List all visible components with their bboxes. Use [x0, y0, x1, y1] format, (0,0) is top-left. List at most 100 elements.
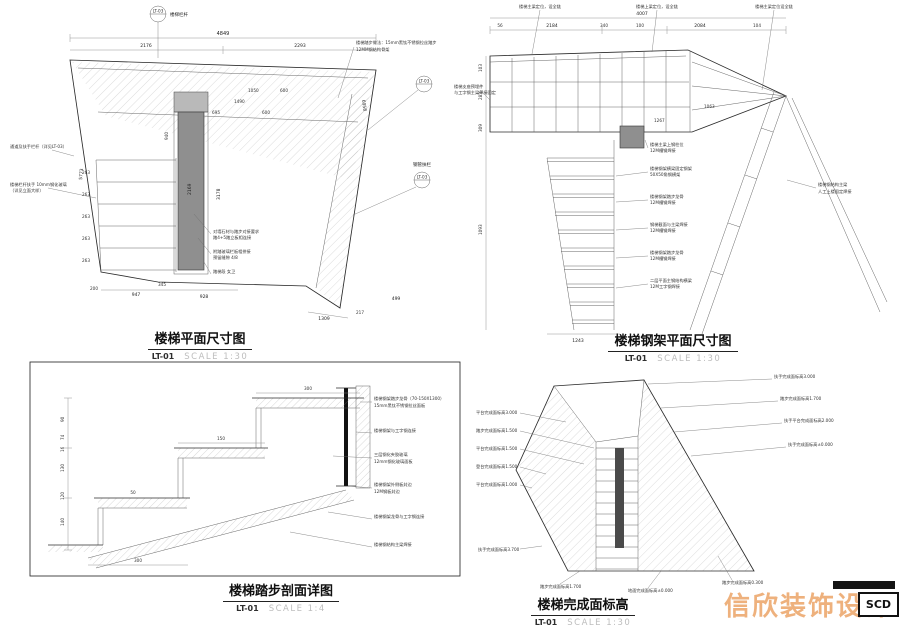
elevation-labels: 平台完成面标高3.000 踏步完成面标高1.500 平台完成面标高1.500 登…	[476, 373, 834, 594]
titleblock-steel: 楼梯钢架平面尺寸图 LT-01 SCALE 1:30	[588, 330, 758, 364]
drawing-ref: LT-01	[534, 618, 558, 627]
note-r2-1: 楼梯钢架踏步龙骨	[650, 193, 684, 200]
drawing-title: 楼梯踏步剖面详图	[222, 580, 339, 602]
titleblock-plan: 楼梯平面尺寸图 LT-01 SCALE 1:30	[120, 328, 280, 362]
note-handrail-left: 通道及扶手栏杆（详见LT-03）	[10, 143, 67, 150]
logo-scd: SCD	[858, 592, 899, 617]
dim-200: 200	[90, 286, 98, 291]
section-border	[29, 361, 461, 577]
dim-940: 940	[164, 132, 169, 140]
panel-step-section: 90 74 16 130 120 140 300 150 50 300 楼梯钢架…	[29, 361, 461, 577]
note-stone-2: 踏4+5踏立板相连接	[213, 234, 252, 241]
dim-diagonal: 6958	[360, 99, 368, 111]
dim-90: 90	[60, 416, 65, 422]
dim-step: 263	[82, 214, 90, 219]
level-label-l1: 平台完成面标高3.000	[476, 409, 518, 416]
dim-1309: 1309	[318, 316, 330, 322]
steel-dimensions: 56 2184 340 100 2084 104 4007 1267 1063 …	[478, 11, 787, 344]
level-label-l3: 平台完成面标高1.500	[476, 445, 518, 452]
dim-600a: 600	[280, 88, 288, 93]
note-column-2: 12M槽钢焊接	[650, 147, 677, 154]
note-top-2: 楼梯上梁定位，设全链	[636, 3, 679, 10]
dim-140: 140	[60, 518, 65, 526]
dim-1490: 1490	[234, 99, 245, 104]
dim-1050: 1050	[248, 88, 259, 93]
note-top-1: 楼梯主梁定位，设全链	[519, 3, 562, 10]
level-label-l5: 平台完成面标高1.000	[476, 481, 518, 488]
titleblock-elevation: 楼梯完成面标高 LT-01 SCALE 1:30	[508, 594, 658, 628]
note-c5: 楼梯钢架龙骨与工字钢连接	[374, 513, 425, 520]
note-far-2: 人工上楼固定焊接	[818, 188, 852, 195]
dim-103: 103	[478, 64, 483, 72]
dim-step: 263	[82, 170, 90, 175]
bubble-ref: LT-03	[419, 79, 430, 84]
dim-104: 104	[753, 23, 761, 28]
note-r4-2: 12M槽钢焊接	[650, 255, 677, 262]
drawing-ref: LT-01	[624, 354, 648, 363]
note-r5-1: 二层平面主钢结构横梁	[650, 277, 693, 284]
note-r2-2: 12M槽钢焊接	[650, 199, 677, 206]
level-label-l4: 登台完成面标高1.500	[476, 463, 518, 470]
dim-340: 340	[600, 23, 608, 28]
note-joint-1: 附踏玻璃栏板相拼接	[213, 248, 252, 255]
level-label-b3: 踏步完成面标高0.300	[722, 579, 764, 586]
dim-309: 309	[478, 124, 483, 132]
note-c3-2: 12mm钢化玻璃面板	[374, 458, 413, 465]
plan-notes: LT-03 楼梯栏杆 楼梯踏步做法：15mm黑钛不锈钢拉丝踏步 12MM钢结构骨…	[10, 5, 437, 275]
level-label-l2: 踏步完成面标高1.500	[476, 427, 518, 434]
stair-core-bar	[615, 448, 624, 548]
note-c2: 楼梯钢架与工字钢连接	[374, 427, 417, 434]
note-tread-2: 12MM钢结构骨架	[356, 46, 390, 53]
level-label-b1: 踏步完成面标高1.700	[540, 583, 582, 590]
note-r1-2: 50X50角钢横架	[650, 171, 680, 178]
drawing-scale: SCALE 1:30	[184, 352, 249, 362]
dim-56: 56	[497, 23, 503, 28]
dim-300-top: 300	[304, 386, 312, 391]
titleblock-section: 楼梯踏步剖面详图 LT-01 SCALE 1:4	[196, 580, 366, 614]
dim-step: 263	[82, 236, 90, 241]
note-c6: 楼梯钢结构主梁焊接	[374, 541, 413, 548]
level-label-b0: 扶手完成面标高3.700	[478, 546, 520, 553]
dim-150: 150	[217, 436, 225, 441]
dim-16: 16	[60, 446, 65, 452]
dim-46: 46	[617, 338, 623, 343]
panel-steel-frame-plan: 56 2184 340 100 2084 104 4007 1267 1063 …	[454, 3, 888, 344]
dim-345: 345	[158, 282, 166, 287]
note-c3-1: 三层钢化夹胶玻璃	[374, 451, 408, 458]
dim-step: 263	[82, 192, 90, 197]
dim-2084: 2084	[694, 23, 706, 29]
dim-928: 928	[200, 294, 209, 300]
level-label-r4: 扶手完成面标高±0.000	[788, 441, 833, 448]
note-c4-2: 12M钢板封边	[374, 488, 401, 495]
note-segment: 踏梯段 女卫	[213, 268, 235, 275]
steel-frame-drawing	[489, 49, 888, 335]
note-rail-top: 楼梯栏杆	[170, 11, 188, 18]
dim-1267: 1267	[654, 118, 665, 123]
bubble-ref: LT-03	[153, 9, 164, 14]
dim-column-height: 2169	[187, 183, 193, 195]
note-steel-rail: 钢管扶栏	[413, 161, 431, 168]
dim-4007: 4007	[636, 11, 648, 17]
note-joint-2: 预留缝隙 4/8	[213, 254, 238, 261]
drawing-ref: LT-01	[151, 352, 175, 361]
dim-50: 50	[130, 490, 136, 495]
note-glass-2: （详见立面大样）	[10, 187, 44, 194]
section-dimensions: 90 74 16 130 120 140 300 150 50 300	[60, 386, 360, 566]
note-r1-1: 楼梯钢架横梁固定钢架	[650, 165, 692, 172]
note-top-3: 楼梯主梁定位设全链	[755, 3, 794, 10]
note-c1-1: 楼梯钢架踏步龙骨（70-150X1300）	[374, 395, 444, 402]
level-label-r2: 踏步完成面标高1.700	[780, 395, 822, 402]
note-glass-1: 楼梯栏杆扶手 10mm钢化玻璃	[10, 181, 67, 188]
note-r3-2: 12M槽钢焊接	[650, 227, 677, 234]
step-section-drawing	[48, 385, 371, 569]
logo-bar	[833, 581, 895, 589]
note-stone-1: 对墙石材与踏步对接要求	[213, 228, 260, 235]
drawing-ref: LT-01	[236, 604, 259, 613]
dim-3178: 3178	[216, 188, 222, 200]
bubble-ref: LT-03	[417, 175, 428, 180]
note-r4-1: 楼梯钢架踏步龙骨	[650, 249, 684, 256]
stair-plan-drawing	[69, 59, 377, 309]
drawing-scale: SCALE 1:4	[268, 604, 326, 614]
section-notes: 楼梯钢架踏步龙骨（70-150X1300） 15mm黑钛不锈钢拉丝面板 楼梯钢架…	[289, 395, 444, 548]
note-tread-1: 楼梯踏步做法：15mm黑钛不锈钢拉丝踏步	[356, 39, 437, 46]
